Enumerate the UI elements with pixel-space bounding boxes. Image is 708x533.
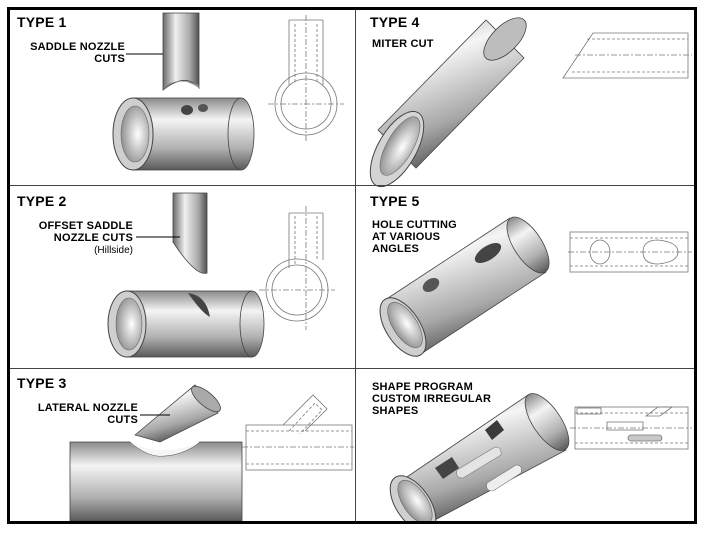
type1-label: SADDLE NOZZLE CUTS [13, 41, 125, 65]
type1-title: TYPE 1 [17, 14, 67, 30]
type6-label: SHAPE PROGRAM CUSTOM IRREGULAR SHAPES [372, 381, 491, 417]
type2-label-line1: OFFSET SADDLE [38, 220, 133, 232]
type3-label-line1: LATERAL NOZZLE [37, 402, 138, 414]
type2-label: OFFSET SADDLE NOZZLE CUTS [13, 220, 133, 244]
type1-label-line2: CUTS [94, 53, 125, 65]
illustrations-layer [69, 12, 692, 521]
type3-title: TYPE 3 [17, 375, 67, 391]
type2-sublabel: (Hillside) [94, 245, 133, 256]
column-divider [355, 10, 356, 521]
type6-shape-program-illustration [389, 393, 570, 521]
type4-label: MITER CUT [372, 38, 434, 50]
type5-label: HOLE CUTTING AT VARIOUS ANGLES [372, 219, 457, 255]
type6-technical-drawing [570, 406, 692, 450]
row-divider-1 [10, 185, 694, 186]
type1-nozzle-illustration [112, 12, 255, 171]
type2-title: TYPE 2 [17, 193, 67, 209]
type2-technical-drawing [259, 206, 335, 330]
type5-label-line1: HOLE CUTTING [372, 219, 457, 231]
type3-technical-drawing [242, 394, 354, 471]
type5-title: TYPE 5 [370, 193, 420, 209]
type4-label-line1: MITER CUT [372, 38, 434, 50]
cut-types-diagram: TYPE 1 SADDLE NOZZLE CUTS TYPE 4 MITER C… [7, 7, 697, 524]
type6-label-line3: SHAPES [372, 405, 419, 417]
type3-lateral-nozzle-illustration [69, 384, 243, 521]
type3-label: LATERAL NOZZLE CUTS [12, 402, 138, 426]
type3-label-line2: CUTS [107, 414, 138, 426]
type2-offset-nozzle-illustration [107, 192, 265, 358]
type5-hole-cutting-illustration [379, 216, 550, 357]
type1-label-line1: SADDLE NOZZLE [30, 41, 125, 53]
type4-miter-illustration [369, 17, 527, 188]
type2-label-line2: NOZZLE CUTS [53, 232, 133, 244]
type5-label-line3: ANGLES [372, 243, 420, 255]
type4-technical-drawing [562, 32, 692, 79]
type5-technical-drawing [568, 231, 692, 273]
type5-label-line2: AT VARIOUS [372, 231, 441, 243]
type6-label-line1: SHAPE PROGRAM [372, 381, 473, 393]
type1-technical-drawing [268, 15, 344, 143]
type4-title: TYPE 4 [370, 14, 420, 30]
type6-label-line2: CUSTOM IRREGULAR [372, 393, 492, 405]
row-divider-2 [10, 368, 694, 369]
